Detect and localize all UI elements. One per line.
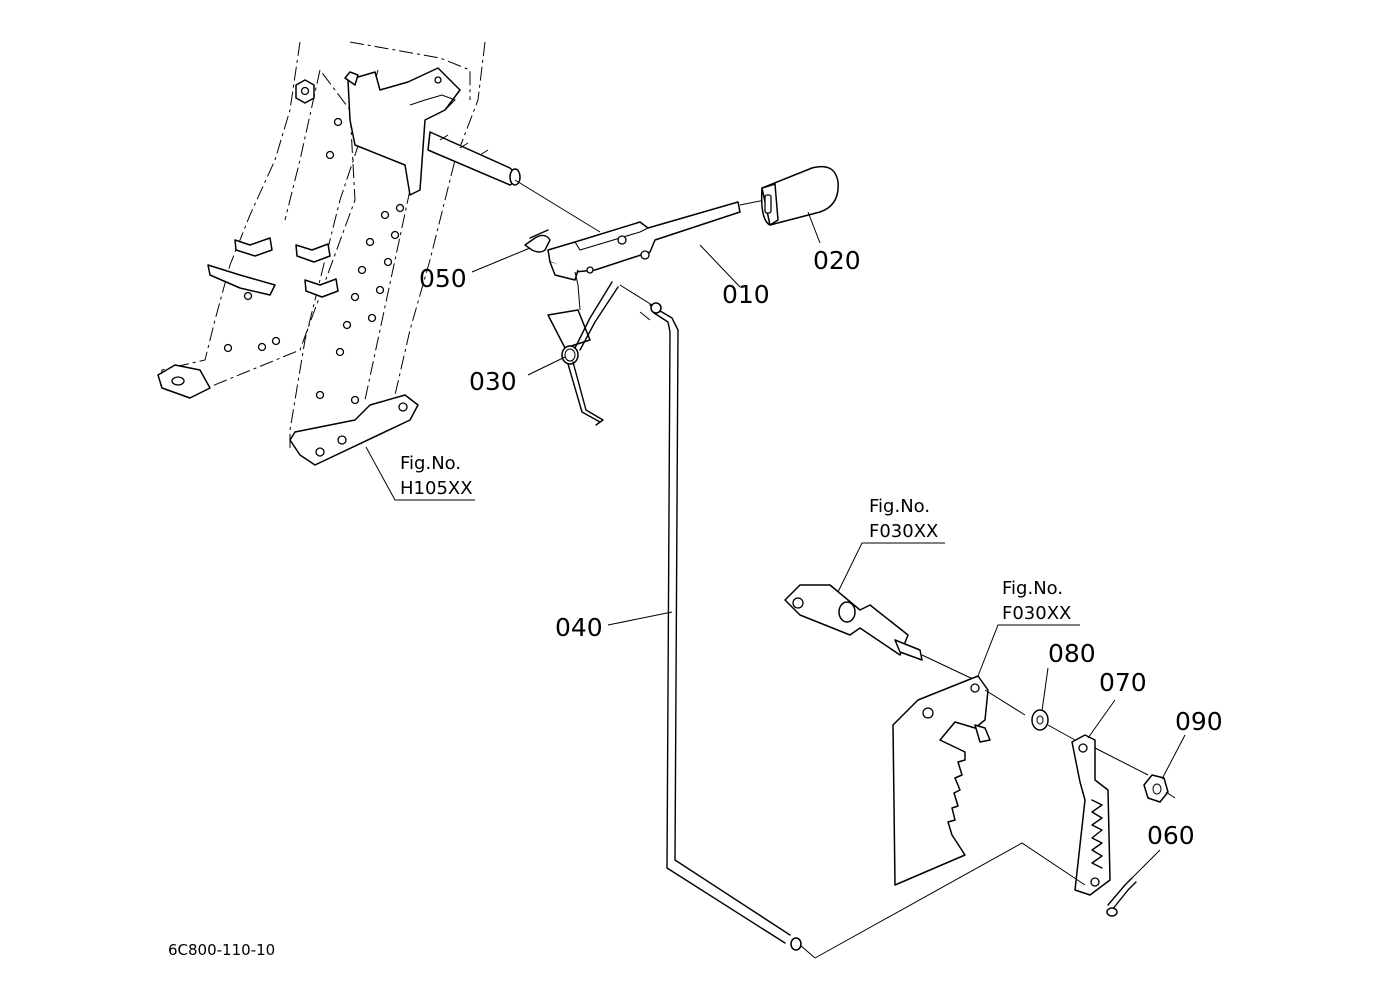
label-090: 090 [1175,707,1223,736]
label-020: 020 [813,246,861,275]
part-040-rod [619,284,816,959]
fig-ref-f030a-prefix: Fig.No. [869,496,930,517]
part-090-nut [1143,774,1176,803]
label-070: 070 [1099,668,1147,697]
part-080-washer [1031,709,1076,741]
part-030-spring [547,281,619,426]
label-030: 030 [469,367,517,396]
part-070-ratchet [1071,734,1149,896]
link-line [814,842,1086,959]
fig-ref-f030b-prefix: Fig.No. [1002,578,1063,599]
part-010-lever [514,179,766,311]
fig-ref-f030a-number: F030XX [869,521,938,542]
quadrant-plate [892,675,1026,886]
frame-assembly [157,41,521,466]
fig-ref-f030b-number: F030XX [1002,603,1071,624]
leader-lines [365,211,1186,881]
pivot-shaft [784,584,976,681]
label-050: 050 [419,264,467,293]
part-020-grip [760,165,839,226]
fig-ref-h105-number: H105XX [400,478,473,499]
fig-ref-h105-prefix: Fig.No. [400,453,461,474]
diagram-code: 6C800-110-10 [168,941,275,959]
part-050-clip [524,229,551,253]
label-080: 080 [1048,639,1096,668]
label-010: 010 [722,280,770,309]
label-060: 060 [1147,821,1195,850]
label-040: 040 [555,613,603,642]
part-060-pin [1106,877,1137,917]
